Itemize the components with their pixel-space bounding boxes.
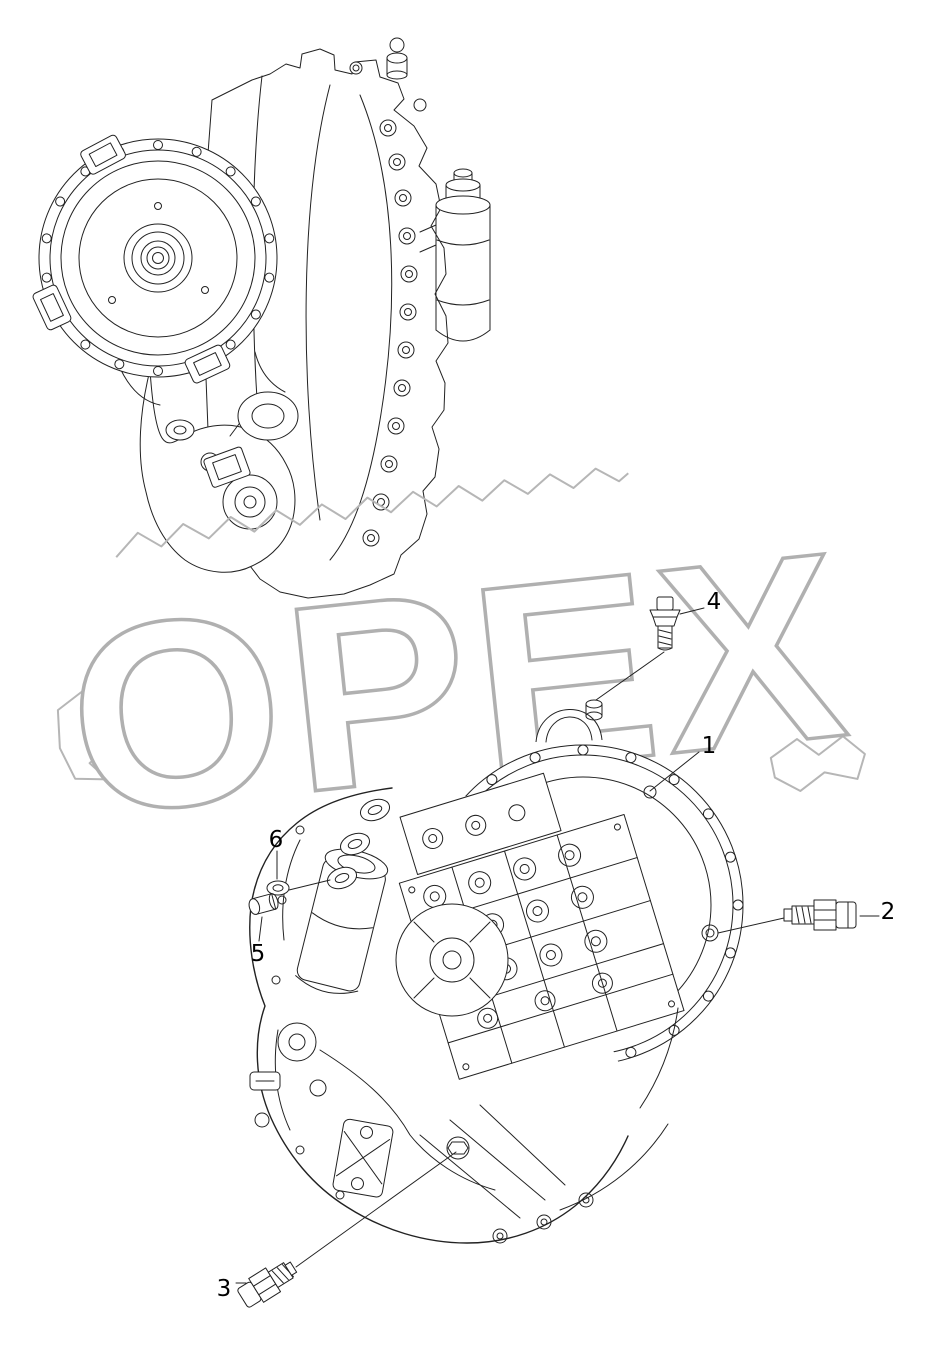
callouts: 1 2 3 4 5 6 <box>217 589 896 1308</box>
leader-line-2b <box>717 917 785 934</box>
part-3-sensor <box>237 1261 298 1308</box>
callout-4-label: 4 <box>707 589 722 615</box>
leader-line-5 <box>258 916 263 942</box>
callout-2-label: 2 <box>881 899 896 925</box>
torque-converter-face <box>32 134 278 384</box>
callout-1-label: 1 <box>702 733 717 759</box>
leader-line-4b <box>595 651 665 701</box>
watermark-zigzag-top <box>115 467 629 558</box>
part-6-washer <box>266 880 290 896</box>
upper-lower-housing <box>119 351 299 573</box>
callout-5-label: 5 <box>251 941 266 967</box>
lower-assembly-illustration <box>249 699 744 1244</box>
watermark-zigzag-left <box>56 690 115 781</box>
upper-assembly-illustration <box>32 37 491 599</box>
output-housing-outline <box>249 787 629 1244</box>
leader-line-1 <box>649 751 700 792</box>
leader-line-3b <box>295 1151 457 1268</box>
filter-canister <box>419 168 491 342</box>
leader-line-56-assembly <box>288 879 331 891</box>
upper-bolt-bosses <box>362 119 418 547</box>
lifting-handle <box>535 699 603 743</box>
part-5-plug <box>248 893 279 915</box>
part-4-sensor <box>649 596 681 651</box>
watermark-zigzag-right <box>769 735 866 792</box>
callout-6-label: 6 <box>269 827 284 853</box>
callout-3-label: 3 <box>217 1276 232 1302</box>
leader-line-4a <box>679 607 705 615</box>
part-2-sensor <box>783 899 857 931</box>
output-housing-details <box>249 798 679 1244</box>
breather-fitting-icon <box>349 37 427 112</box>
